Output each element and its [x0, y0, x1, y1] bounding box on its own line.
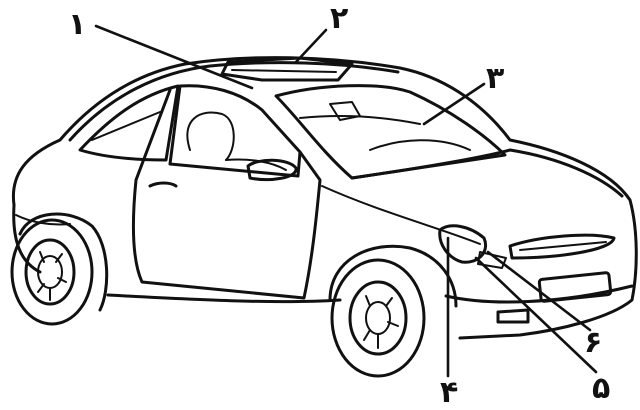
front-wheel [332, 260, 424, 376]
front-end [322, 150, 632, 322]
callout-label-3: ۳ [486, 61, 504, 96]
car-body-outline [13, 58, 636, 338]
callout-label-6: ۶ [584, 325, 602, 360]
callout-label-2: ۲ [330, 1, 348, 36]
leader-line-1 [96, 26, 252, 88]
callout-label-1: ۱ [68, 7, 86, 42]
rear-side-window [80, 86, 178, 160]
door [134, 90, 320, 298]
rear-wheel [12, 214, 107, 324]
callout-label-5: ۵ [592, 371, 610, 406]
roof-and-windows [70, 58, 505, 178]
callout-label-4: ۴ [440, 375, 458, 410]
door-handle [150, 183, 176, 186]
fog-lamp [498, 310, 528, 322]
car-body [13, 58, 636, 338]
